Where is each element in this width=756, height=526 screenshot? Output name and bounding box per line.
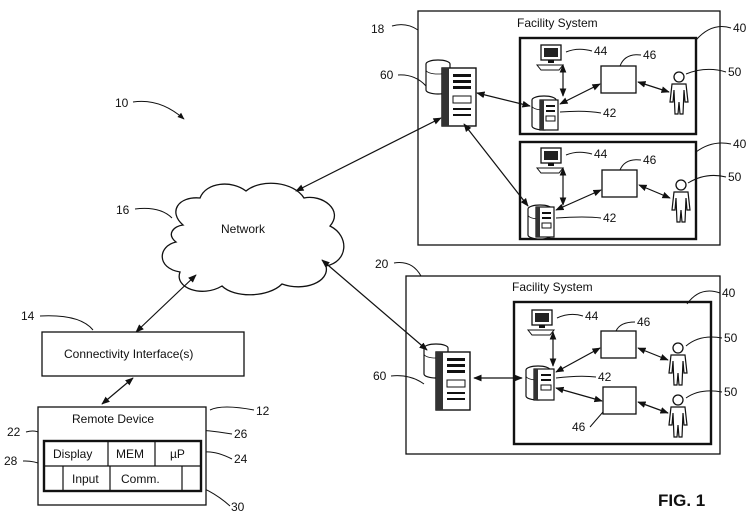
ref-40-b: 40 <box>733 137 747 151</box>
box-46-b <box>602 170 637 197</box>
ref-24: 24 <box>234 452 248 466</box>
box-46-d <box>603 387 636 414</box>
ref-26: 26 <box>234 427 248 441</box>
ref-28: 28 <box>4 454 18 468</box>
comm-cell: Comm. <box>121 472 160 486</box>
ref-42-b: 42 <box>603 211 617 225</box>
desktop-computer-icon <box>537 148 563 173</box>
ref-46-d: 46 <box>572 420 586 434</box>
ref-46-c: 46 <box>637 315 651 329</box>
box-46-c <box>601 331 636 358</box>
ref-44-b: 44 <box>594 147 608 161</box>
ref-44-a: 44 <box>594 44 608 58</box>
ref-60-bottom: 60 <box>373 369 387 383</box>
network-cloud-icon <box>162 183 344 295</box>
display-cell: Display <box>53 447 92 461</box>
figure-label: FIG. 1 <box>658 491 705 510</box>
ref-16: 16 <box>116 203 130 217</box>
ref-22: 22 <box>7 425 21 439</box>
ref-14: 14 <box>21 309 35 323</box>
ref-10: 10 <box>115 96 129 110</box>
connectivity-interface-label: Connectivity Interface(s) <box>64 347 193 361</box>
ref-20: 20 <box>375 257 389 271</box>
ref-40-c: 40 <box>722 286 736 300</box>
ref-30: 30 <box>231 500 245 514</box>
server-tower-icon <box>442 68 476 126</box>
mem-cell: MEM <box>116 447 144 461</box>
input-cell: Input <box>72 472 99 486</box>
ref-46-a: 46 <box>643 48 657 62</box>
ref-50-a: 50 <box>728 65 742 79</box>
ref-40-a: 40 <box>733 21 747 35</box>
ref-44-c: 44 <box>585 309 599 323</box>
remote-device-title: Remote Device <box>72 412 154 426</box>
ref-46-b: 46 <box>643 153 657 167</box>
ref-50-b: 50 <box>728 170 742 184</box>
network-label: Network <box>221 222 266 236</box>
ref-50-d: 50 <box>724 385 738 399</box>
desktop-computer-icon <box>537 45 563 70</box>
desktop-computer-icon <box>528 310 554 335</box>
ref-50-c: 50 <box>724 331 738 345</box>
ref-12: 12 <box>256 404 270 418</box>
facility-system-top-title: Facility System <box>517 16 598 30</box>
ref-60-top: 60 <box>380 68 394 82</box>
box-46-a <box>601 66 636 93</box>
ref-42-a: 42 <box>603 106 617 120</box>
ref-42-c: 42 <box>598 370 612 384</box>
server-tower-icon <box>436 352 470 410</box>
microprocessor-cell: µP <box>170 447 185 461</box>
facility-system-bottom-title: Facility System <box>512 280 593 294</box>
ref-18: 18 <box>371 22 385 36</box>
